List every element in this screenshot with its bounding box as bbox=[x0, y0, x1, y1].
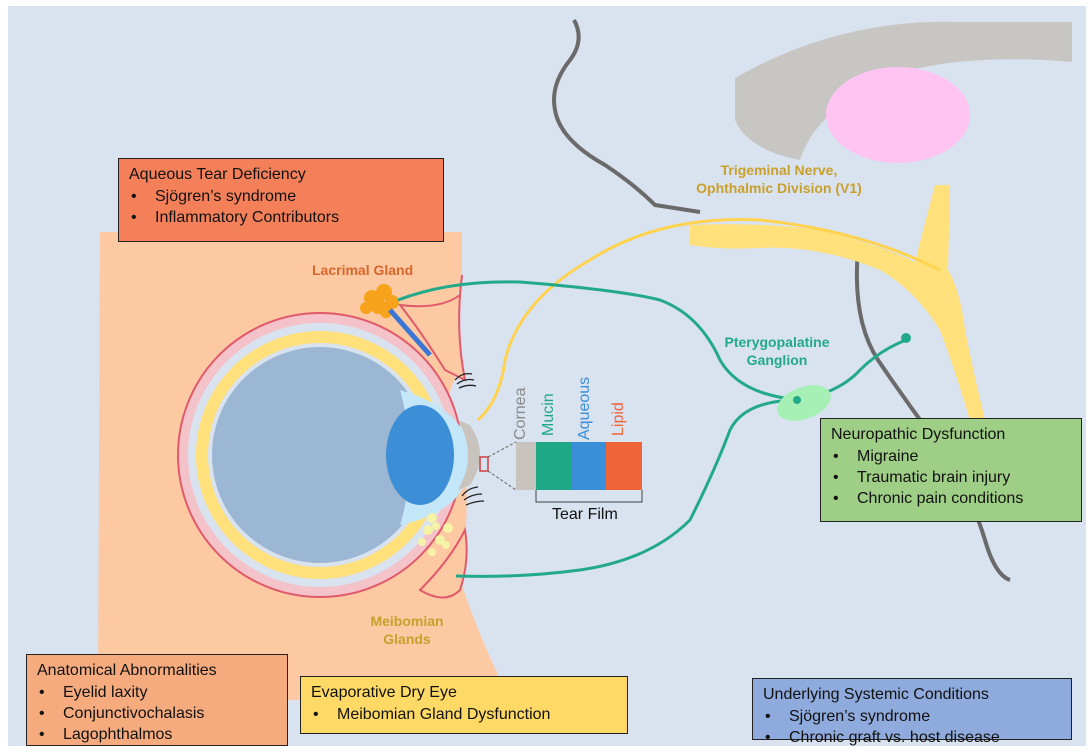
box-aqueous-item: Inflammatory Contributors bbox=[129, 207, 433, 228]
pterygopalatine-ganglion bbox=[777, 385, 831, 421]
lower-eyelashes bbox=[461, 486, 485, 506]
box-neuropathic-item: Migraine bbox=[831, 446, 1071, 467]
lower-eyelid bbox=[418, 526, 468, 599]
cornea-wedge bbox=[458, 420, 480, 490]
skull-outline bbox=[552, 19, 701, 214]
label-meibomian-line1: Meibomian bbox=[370, 613, 444, 629]
upper-eyelashes bbox=[454, 372, 477, 389]
box-neuropathic-item: Chronic pain conditions bbox=[831, 488, 1071, 509]
brain-thalamus bbox=[826, 67, 970, 163]
brain-corpus-callosum bbox=[735, 21, 1072, 160]
box-systemic-item: Sjögren’s syndrome bbox=[763, 706, 1061, 727]
box-evaporative-item: Meibomian Gland Dysfunction bbox=[311, 704, 617, 725]
lacrimal-gland bbox=[360, 284, 399, 318]
box-aqueous-title: Aqueous Tear Deficiency bbox=[129, 166, 306, 183]
lacrimal-duct bbox=[388, 308, 432, 357]
label-lacrimal-gland: Lacrimal Gland bbox=[312, 262, 414, 278]
eye-iris bbox=[386, 405, 454, 505]
tear-film-mucin-layer bbox=[536, 442, 572, 490]
meibomian-glands bbox=[418, 513, 453, 556]
box-anatomical-item: Lagophthalmos bbox=[37, 724, 277, 745]
box-neuropathic-dysfunction: Neuropathic Dysfunction Migraine Traumat… bbox=[820, 418, 1082, 522]
label-meibomian-glands: Meibomian Glands bbox=[352, 612, 462, 648]
box-underlying-systemic-conditions: Underlying Systemic Conditions Sjögren’s… bbox=[752, 678, 1072, 748]
parasympathetic-lacrimal-nerve bbox=[397, 280, 801, 402]
label-ptery-line2: Ganglion bbox=[746, 352, 808, 368]
box-systemic-title: Underlying Systemic Conditions bbox=[763, 686, 989, 703]
tear-film-aqueous-layer bbox=[572, 442, 606, 490]
label-trigeminal-nerve: Trigeminal Nerve, Ophthalmic Division (V… bbox=[664, 161, 894, 197]
trigeminal-trunk bbox=[690, 185, 985, 420]
upper-eyelid bbox=[397, 274, 467, 382]
tear-film-zoom-marker bbox=[479, 456, 489, 472]
ganglion-synapse-dot bbox=[793, 396, 801, 404]
box-aqueous-tear-deficiency: Aqueous Tear Deficiency Sjögren’s syndro… bbox=[118, 158, 444, 242]
label-trigeminal-line1: Trigeminal Nerve, bbox=[720, 162, 838, 178]
box-anatomical-item: Conjunctivochalasis bbox=[37, 703, 277, 724]
box-evaporative-title: Evaporative Dry Eye bbox=[311, 684, 457, 701]
label-ptery-line1: Pterygopalatine bbox=[724, 334, 830, 350]
parasympathetic-meibomian-nerve bbox=[455, 398, 801, 578]
ganglion-nerve-end bbox=[901, 333, 911, 343]
tear-film-label-aqueous: Aqueous bbox=[576, 376, 593, 440]
box-neuropathic-title: Neuropathic Dysfunction bbox=[831, 426, 1006, 443]
eye-globe bbox=[212, 347, 428, 563]
tear-film-cornea-layer bbox=[516, 442, 536, 490]
box-neuropathic-item: Traumatic brain injury bbox=[831, 467, 1071, 488]
box-evaporative-dry-eye: Evaporative Dry Eye Meibomian Gland Dysf… bbox=[300, 676, 628, 734]
box-anatomical-title: Anatomical Abnormalities bbox=[37, 662, 217, 679]
box-anatomical-item: Eyelid laxity bbox=[37, 682, 277, 703]
tear-film-label-lipid: Lipid bbox=[610, 402, 627, 436]
label-trigeminal-line2: Ophthalmic Division (V1) bbox=[696, 180, 862, 196]
label-meibomian-line2: Glands bbox=[383, 631, 431, 647]
trigeminal-v1-nerve bbox=[476, 218, 941, 422]
tear-film-bracket bbox=[535, 490, 643, 503]
tear-film-label-cornea: Cornea bbox=[512, 387, 529, 440]
tear-film-caption: Tear Film bbox=[552, 506, 618, 523]
label-pterygopalatine-ganglion: Pterygopalatine Ganglion bbox=[702, 333, 852, 369]
box-anatomical-abnormalities: Anatomical Abnormalities Eyelid laxity C… bbox=[26, 654, 288, 746]
zoom-line-bottom bbox=[487, 470, 517, 491]
tear-film-label-mucin: Mucin bbox=[540, 393, 557, 436]
box-systemic-item: Chronic graft vs. host disease bbox=[763, 727, 1061, 748]
zoom-line-top bbox=[487, 441, 517, 458]
box-aqueous-item: Sjögren’s syndrome bbox=[129, 186, 433, 207]
tear-film-lipid-layer bbox=[606, 442, 642, 490]
